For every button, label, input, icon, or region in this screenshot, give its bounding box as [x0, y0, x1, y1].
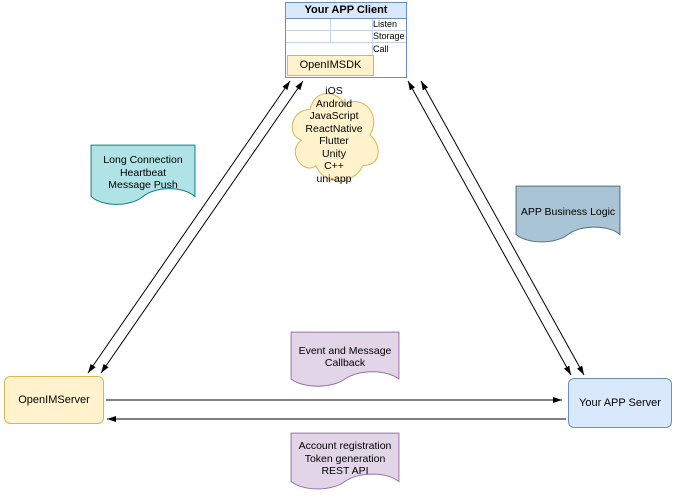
- client-interface-listen: Listen: [373, 19, 398, 29]
- node-openim-server[interactable]: OpenIMServer: [4, 376, 104, 424]
- client-row-storage: Storage: [286, 31, 406, 43]
- connector-server-to-sdk-1: [87, 80, 291, 374]
- platform-list: iOS Android JavaScript ReactNative Flutt…: [286, 84, 382, 186]
- platform-item: C++: [324, 160, 344, 172]
- client-interface-storage: Storage: [373, 31, 405, 41]
- platform-item: Unity: [322, 147, 346, 160]
- note-long-connection[interactable]: Long Connection Heartbeat Message Push: [90, 144, 196, 214]
- platform-item: Flutter: [319, 135, 349, 147]
- note-event-callback-text: Event and Message Callback: [298, 344, 392, 370]
- platform-item: JavaScript: [309, 110, 359, 122]
- platform-item: Android: [315, 97, 353, 110]
- note-event-callback[interactable]: Event and Message Callback: [290, 331, 400, 395]
- node-openimsdk[interactable]: OpenIMSDK: [287, 55, 374, 76]
- document-shape: [90, 144, 196, 214]
- connector-client-to-appserver-2: [420, 80, 585, 376]
- platform-item: ReactNative: [305, 122, 363, 135]
- connector-server-to-sdk-2: [100, 80, 304, 374]
- node-your-app-server[interactable]: Your APP Server: [568, 378, 672, 428]
- platform-item: iOS: [325, 85, 343, 97]
- document-shape: [515, 185, 621, 251]
- cloud-shape: [286, 84, 382, 186]
- note-app-business-logic-text: APP Business Logic: [520, 205, 616, 218]
- client-title: Your APP Client: [286, 3, 406, 19]
- note-app-business-logic[interactable]: APP Business Logic: [515, 185, 621, 251]
- platform-item: uni-app: [316, 172, 352, 185]
- platforms-cloud[interactable]: iOS Android JavaScript ReactNative Flutt…: [286, 84, 382, 186]
- note-long-connection-text: Long Connection Heartbeat Message Push: [103, 154, 183, 192]
- client-row-listen: Listen: [286, 19, 406, 31]
- note-account-registration-text: Account registration Token generation RE…: [298, 440, 392, 478]
- note-account-registration[interactable]: Account registration Token generation RE…: [290, 432, 400, 498]
- client-interface-call: Call: [373, 43, 389, 54]
- node-your-app-client[interactable]: Your APP Client Listen Storage Call Open…: [285, 2, 407, 78]
- client-label-divider: [372, 19, 373, 55]
- client-grid-divider: [330, 19, 331, 43]
- document-shape: [290, 331, 400, 395]
- document-shape: [290, 432, 400, 498]
- client-row-call: Call: [286, 43, 406, 55]
- client-interface-rows: Listen Storage Call: [286, 19, 406, 55]
